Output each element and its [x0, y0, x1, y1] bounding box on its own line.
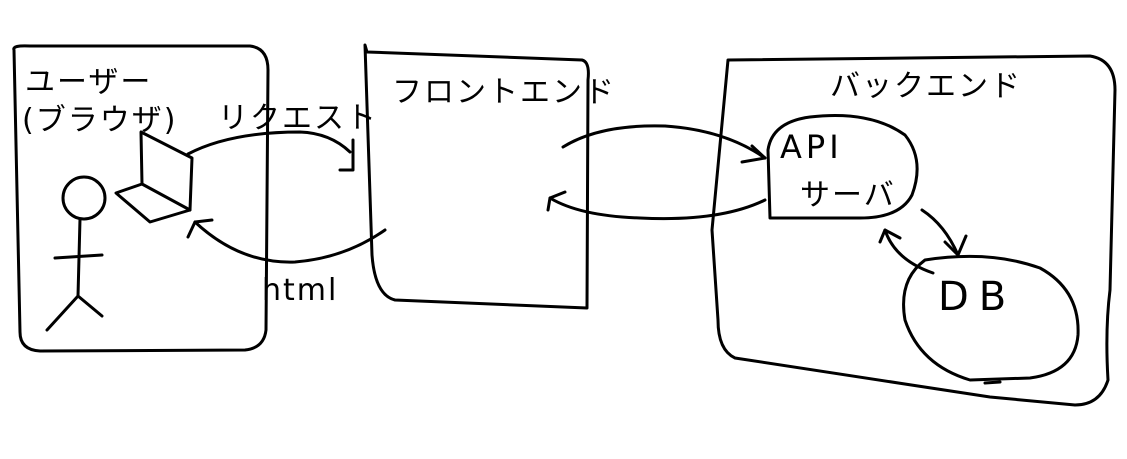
- db-node: DB: [902, 254, 1080, 385]
- frontend-box-outline: [363, 43, 590, 310]
- request-arrow: [186, 130, 352, 156]
- frontend-title: フロントエンド: [392, 75, 616, 110]
- html-arrow: [193, 220, 387, 264]
- api-server-outline: [766, 114, 919, 220]
- api-to-frontend-arrow: [548, 196, 767, 221]
- api-label: API: [780, 128, 843, 166]
- html-arrowhead: [186, 218, 214, 239]
- api-server-node: API サーバ: [766, 114, 919, 220]
- api-server-label: サーバ: [800, 178, 896, 213]
- frontend-to-api-arrow: [561, 124, 767, 160]
- html-label: html: [262, 273, 338, 308]
- backend-box: バックエンド API サーバ DB: [710, 54, 1117, 407]
- user-box: ユーザー (ブラウザ): [12, 44, 270, 353]
- frontend-box: フロントエンド: [363, 43, 616, 310]
- api-to-db-arrow: [920, 208, 960, 257]
- user-box-outline: [12, 44, 270, 353]
- backend-box-outline: [710, 54, 1117, 407]
- db-outline: [902, 254, 1080, 382]
- frontend-backend-arrows: [546, 124, 767, 221]
- user-title: ユーザー: [25, 65, 152, 100]
- backend-title: バックエンド: [830, 69, 1022, 104]
- api-to-frontend-arrowhead: [546, 190, 567, 212]
- api-to-db-arrowhead: [943, 234, 968, 257]
- db-label: DB: [938, 274, 1016, 320]
- browser-laptop-icon: [114, 130, 194, 224]
- api-db-arrows: [878, 208, 968, 275]
- db-to-api-arrow: [883, 228, 935, 275]
- db-to-api-arrowhead: [878, 228, 902, 244]
- frontend-to-api-arrowhead: [740, 144, 767, 164]
- user-frontend-arrows: リクエスト html: [186, 101, 387, 308]
- request-arrowhead: [338, 138, 355, 172]
- request-label: リクエスト: [218, 101, 378, 136]
- user-figure-icon: [45, 175, 107, 332]
- user-subtitle: (ブラウザ): [22, 103, 177, 138]
